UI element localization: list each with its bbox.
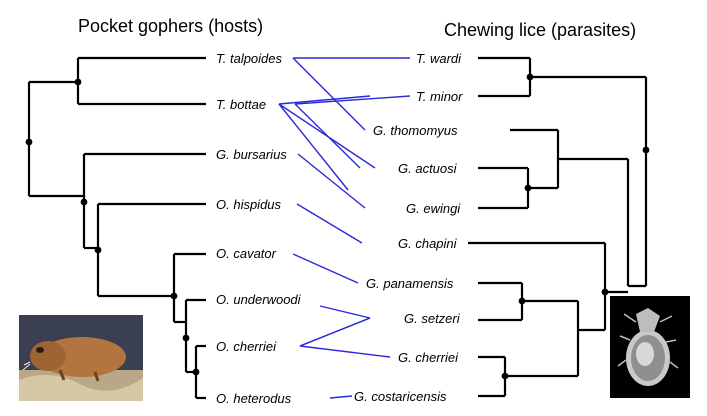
parasite-label: G. costaricensis (354, 389, 447, 404)
association-links (278, 57, 411, 399)
parasite-label: G. ewingi (406, 201, 461, 216)
host-tree (25, 56, 206, 400)
parasite-label: G. setzeri (404, 311, 461, 326)
parasite-tree (468, 56, 650, 398)
link-cherriei-setzeri-2 (299, 317, 371, 347)
host-label: O. underwoodi (216, 292, 302, 307)
host-label: O. hispidus (216, 197, 282, 212)
host-node-dot (80, 198, 88, 206)
parasite-label: G. panamensis (366, 276, 454, 291)
link-talpoides-thomomyus (292, 57, 366, 131)
host-node-dot (182, 334, 190, 342)
host-node-dot (74, 78, 82, 86)
link-bottae-minor (278, 95, 371, 105)
link-hispidus-chapini (296, 203, 363, 244)
link-underwoodi-setzeri (319, 305, 371, 319)
link-heterodus-costaricensis (329, 395, 353, 399)
parasite-node-dot (524, 184, 532, 192)
parasite-node-dot (601, 288, 609, 296)
host-label: T. talpoides (216, 51, 283, 66)
pocket-gopher-photo (19, 315, 143, 401)
link-bottae-ewingi (278, 103, 349, 191)
host-label: T. bottae (216, 97, 266, 112)
parasite-node-dot (501, 372, 509, 380)
host-label: O. cavator (216, 246, 277, 261)
parasite-label: G. actuosi (398, 161, 458, 176)
parasite-node-dot (642, 146, 650, 154)
parasite-label: G. chapini (398, 236, 458, 251)
link-cavator-panamensis (292, 253, 359, 284)
hosts-heading: Pocket gophers (hosts) (78, 16, 263, 36)
host-node-dot (94, 246, 102, 254)
parasite-node-dot (526, 73, 534, 81)
parasite-label: T. minor (416, 89, 463, 104)
parasite-label: T. wardi (416, 51, 462, 66)
host-node-dot (25, 138, 33, 146)
link-bottae-minor-head (294, 95, 411, 105)
parasites-heading: Chewing lice (parasites) (444, 20, 636, 40)
link-cherriei-cherriei (299, 345, 391, 358)
link-bottae-actuosi-2 (294, 103, 361, 169)
host-node-dot (170, 292, 178, 300)
host-labels: T. talpoides T. bottae G. bursarius O. h… (216, 51, 302, 406)
host-node-dot (192, 368, 200, 376)
parasite-node-dot (518, 297, 526, 305)
parasite-labels: T. wardi T. minor G. thomomyus G. actuos… (354, 51, 463, 404)
host-label: O. heterodus (216, 391, 292, 406)
parasite-label: G. cherriei (398, 350, 459, 365)
chewing-louse-micrograph (610, 296, 690, 398)
parasite-label: G. thomomyus (373, 123, 458, 138)
host-label: O. cherriei (216, 339, 277, 354)
link-bursarius-ewingi (297, 153, 366, 209)
host-label: G. bursarius (216, 147, 287, 162)
